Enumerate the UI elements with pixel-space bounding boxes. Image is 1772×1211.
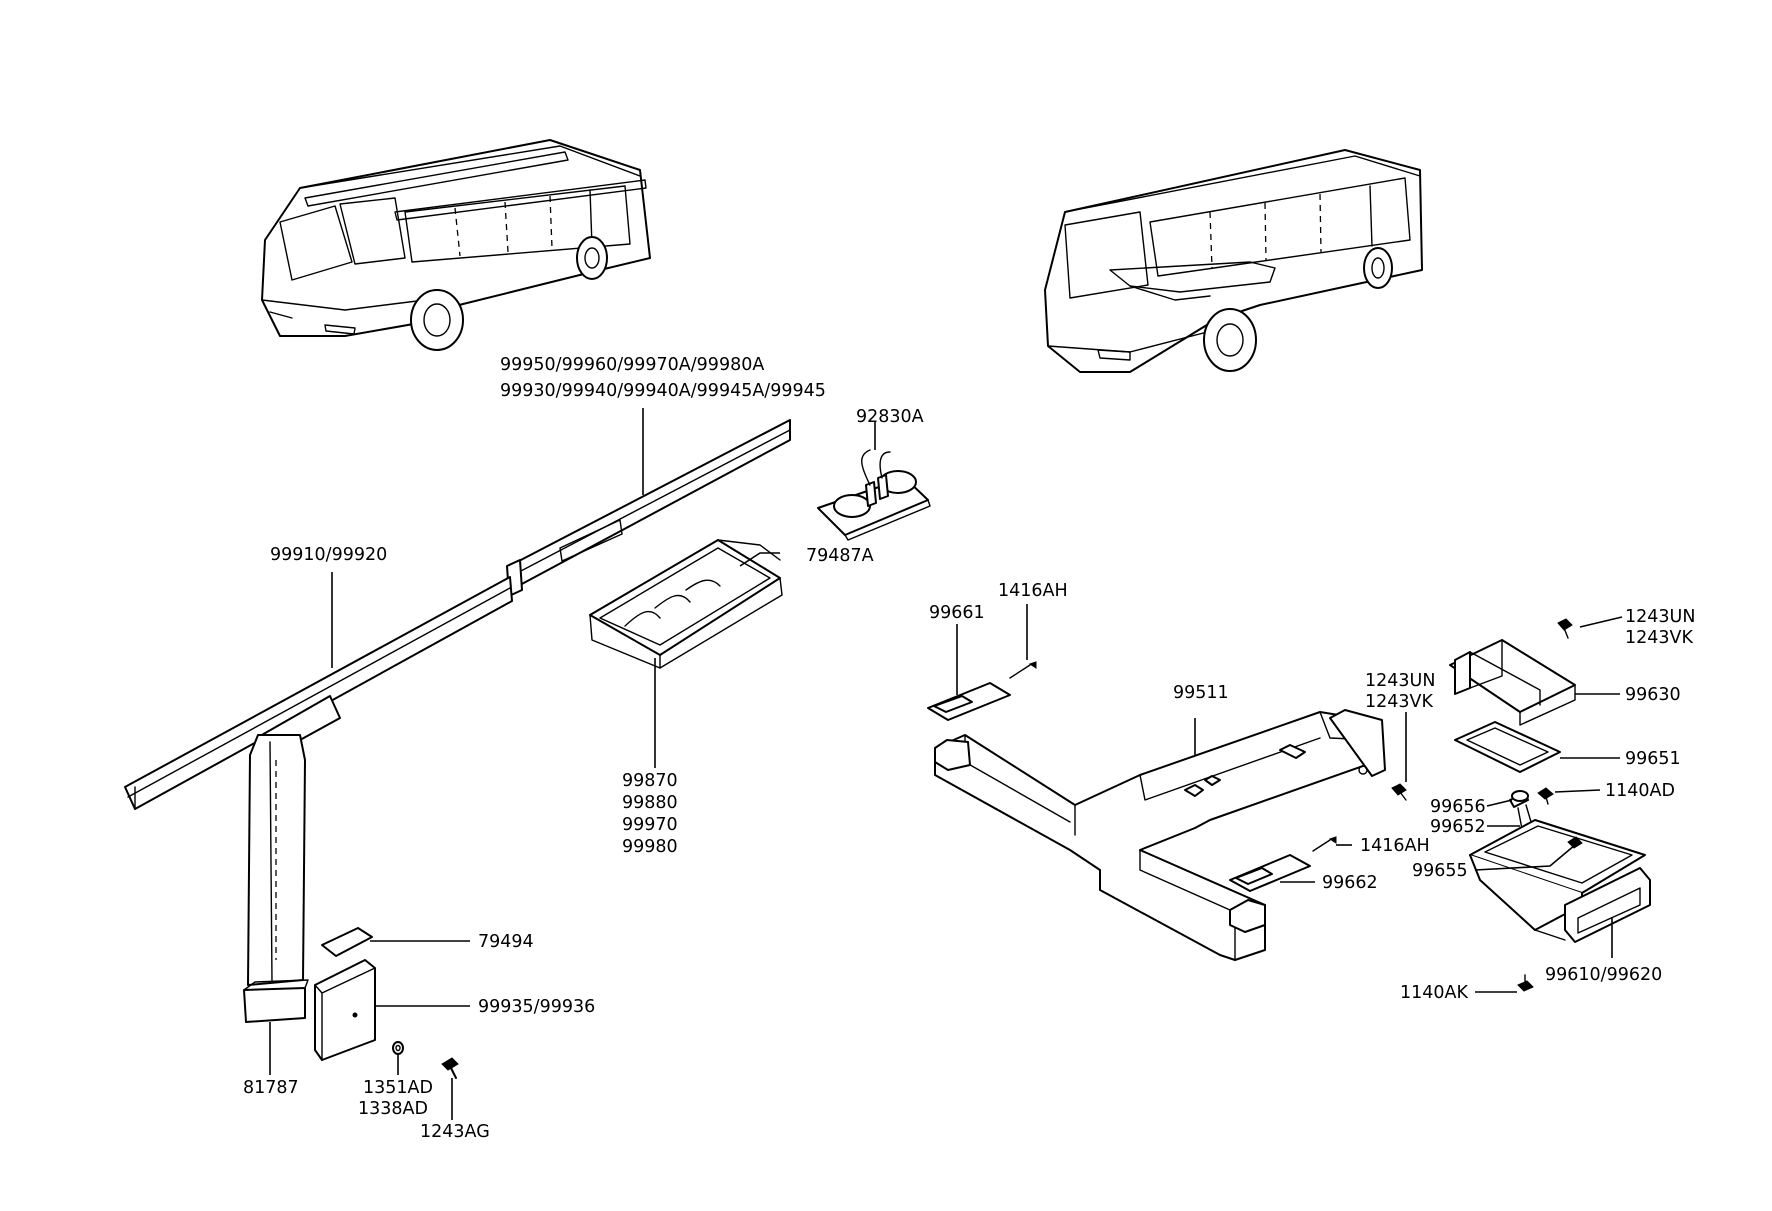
callout-labels: 99950/99960/99970A/99980A 99930/99940/99… bbox=[243, 355, 1695, 1142]
callout-81787: 81787 bbox=[243, 1078, 299, 1098]
callout-1243UN-right: 1243UN bbox=[1625, 607, 1695, 627]
callout-99870: 99870 bbox=[622, 771, 678, 791]
bus-illustration-right bbox=[1044, 149, 1423, 373]
screw-1416AH-top bbox=[1009, 661, 1037, 679]
callout-99652: 99652 bbox=[1430, 817, 1486, 837]
callout-99661: 99661 bbox=[929, 603, 985, 623]
floor-duct-main bbox=[934, 709, 1386, 961]
callout-1351AD: 1351AD bbox=[363, 1078, 433, 1098]
callout-99930-line: 99930/99940/99940A/99945A/99945 bbox=[500, 381, 826, 401]
screw-1243UN-mid bbox=[1391, 783, 1407, 801]
callout-79487A: 79487A bbox=[806, 546, 874, 566]
callout-1243VK-mid: 1243VK bbox=[1365, 692, 1434, 712]
callout-1243UN-mid: 1243UN bbox=[1365, 671, 1435, 691]
vertical-pillar-duct bbox=[243, 734, 309, 1023]
bolt-99655 bbox=[1567, 836, 1583, 849]
vent-grille-99661 bbox=[927, 682, 1011, 721]
bolt-1140AD bbox=[1537, 787, 1554, 805]
vent-grille-99662 bbox=[1229, 854, 1311, 892]
gasket-99651 bbox=[1454, 721, 1561, 773]
callout-1140AK: 1140AK bbox=[1400, 983, 1469, 1003]
callout-99910: 99910/99920 bbox=[270, 545, 387, 565]
callout-1140AD: 1140AD bbox=[1605, 781, 1675, 801]
bracket-cover-99935 bbox=[314, 959, 376, 1061]
callout-99880: 99880 bbox=[622, 793, 678, 813]
callout-99935: 99935/99936 bbox=[478, 997, 595, 1017]
leader-lines bbox=[269, 408, 1623, 1120]
screw-1416AH-low bbox=[1312, 836, 1337, 852]
callout-99970: 99970 bbox=[622, 815, 678, 835]
screw-1243UN-right bbox=[1557, 618, 1573, 639]
callout-99655: 99655 bbox=[1412, 861, 1468, 881]
callout-1416AH-low: 1416AH bbox=[1360, 836, 1430, 856]
callout-99651: 99651 bbox=[1625, 749, 1681, 769]
callout-1243VK-right: 1243VK bbox=[1625, 628, 1694, 648]
callout-1416AH-top: 1416AH bbox=[998, 581, 1068, 601]
nut-1351AD bbox=[392, 1041, 404, 1055]
callout-99511: 99511 bbox=[1173, 683, 1229, 703]
roof-duct-long bbox=[506, 419, 791, 597]
callout-99610: 99610/99620 bbox=[1545, 965, 1662, 985]
screw-1243AG bbox=[441, 1057, 459, 1079]
control-switch-panel bbox=[817, 449, 931, 541]
callout-99662: 99662 bbox=[1322, 873, 1378, 893]
roof-duct-front bbox=[124, 576, 513, 810]
callout-1243AG: 1243AG bbox=[420, 1122, 490, 1142]
callout-99630: 99630 bbox=[1625, 685, 1681, 705]
bolt-1140AK bbox=[1517, 974, 1534, 992]
callout-79494: 79494 bbox=[478, 932, 534, 952]
callout-92830A: 92830A bbox=[856, 407, 924, 427]
clip-79494 bbox=[321, 927, 373, 957]
heater-box-99610 bbox=[1469, 819, 1651, 943]
callout-99950-line: 99950/99960/99970A/99980A bbox=[500, 355, 764, 375]
callout-1338AD: 1338AD bbox=[358, 1099, 428, 1119]
box-cover-99630 bbox=[1449, 639, 1576, 726]
callout-99656: 99656 bbox=[1430, 797, 1486, 817]
bus-illustration-left bbox=[261, 139, 651, 351]
air-vent-tray bbox=[589, 539, 783, 669]
callout-99980: 99980 bbox=[622, 837, 678, 857]
